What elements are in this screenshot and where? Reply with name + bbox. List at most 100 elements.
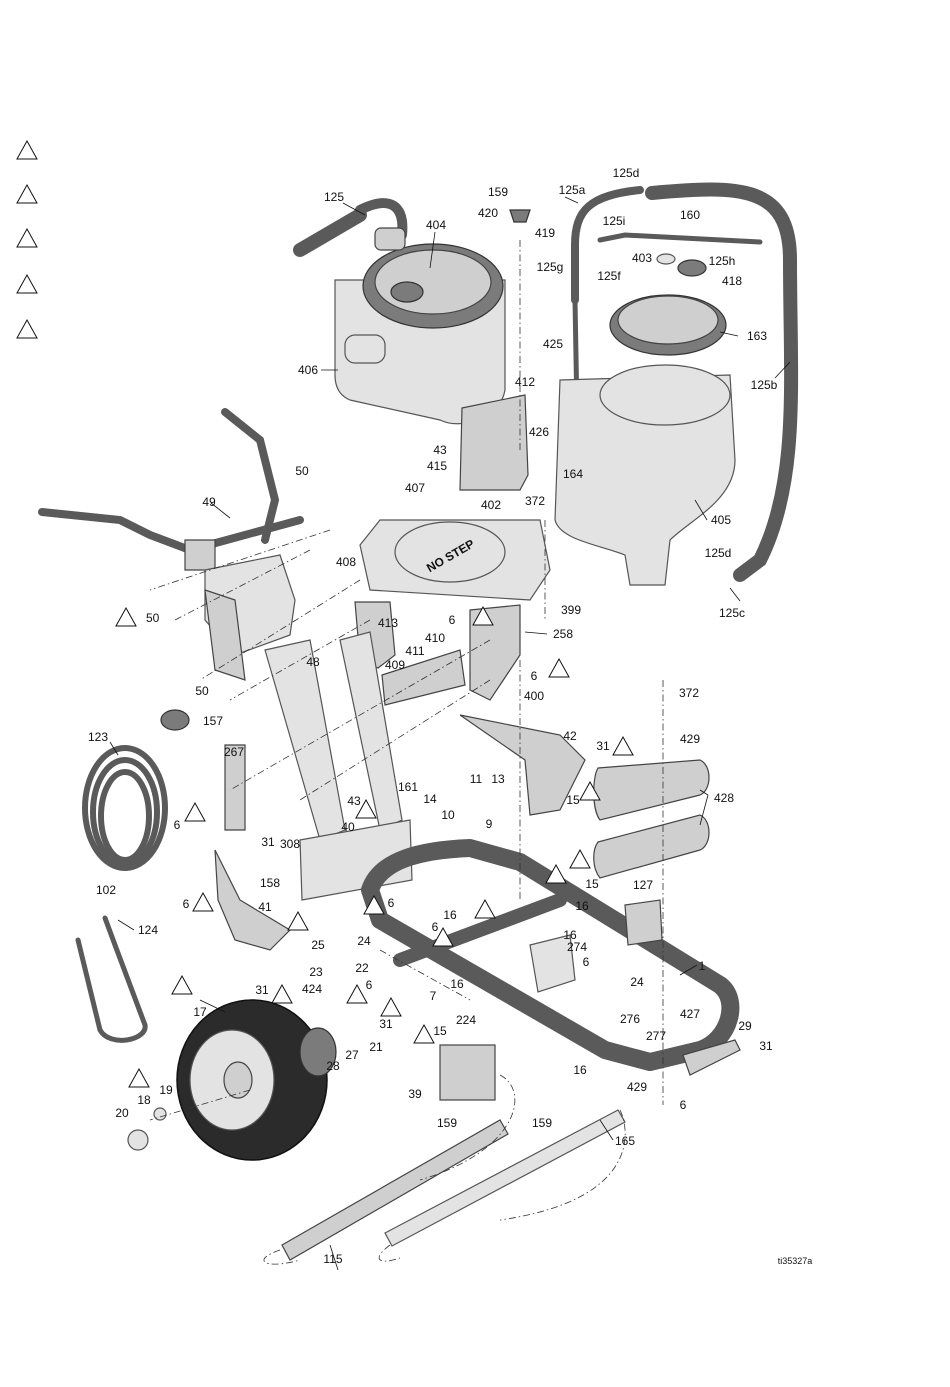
part-label: 50: [295, 464, 309, 478]
part-label: 49: [202, 495, 216, 509]
part-label: 6: [388, 896, 395, 910]
part-label: 125g: [537, 260, 564, 274]
part-label: 102: [96, 883, 116, 897]
part-label: 258: [553, 627, 573, 641]
part-label: 24: [630, 975, 644, 989]
warning-triangle-icon: [16, 227, 38, 248]
part-label: 125i: [603, 214, 626, 228]
part-label: 427: [680, 1007, 700, 1021]
part-label: 405: [711, 513, 731, 527]
part-label: 20: [115, 1106, 129, 1120]
part-label: 159: [488, 185, 508, 199]
part-label: 16: [563, 928, 577, 942]
warning-triangle-icon: [16, 139, 38, 160]
part-label: 17: [193, 1005, 207, 1019]
warning-triangle-icon: [472, 605, 494, 626]
part-label: 277: [646, 1029, 666, 1043]
part-label: 412: [515, 375, 535, 389]
part-label: 124: [138, 923, 158, 937]
part-label: 6: [583, 955, 590, 969]
wheel: [176, 999, 337, 1161]
part-label: 50: [146, 611, 160, 625]
part-label: 6: [531, 669, 538, 683]
part-label: 407: [405, 481, 425, 495]
part-label: 415: [427, 459, 447, 473]
part-label: 429: [627, 1080, 647, 1094]
part-label: 14: [423, 792, 437, 806]
part-label: 411: [405, 644, 424, 658]
warning-triangle-icon: [474, 898, 496, 919]
warning-triangle-icon: [579, 780, 601, 801]
part-label: 40: [341, 820, 355, 834]
part-label: 6: [183, 897, 190, 911]
part-label: 29: [738, 1019, 752, 1033]
warning-triangle-icon: [413, 1023, 435, 1044]
diagram-warning-symbols: [115, 605, 634, 1088]
part-label: 16: [575, 899, 589, 913]
warning-triangle-icon: [612, 735, 634, 756]
part-label: 15: [566, 793, 580, 807]
part-label: 18: [137, 1093, 151, 1107]
part-label: 308: [280, 837, 300, 851]
part-label: 7: [430, 989, 437, 1003]
warning-triangle-icon: [184, 801, 206, 822]
warning-triangle-icon: [545, 863, 567, 884]
warning-triangle-icon: [271, 983, 293, 1004]
part-label: 6: [366, 978, 373, 992]
part-label: 400: [524, 689, 544, 703]
part-label: 13: [491, 772, 505, 786]
warning-triangle-icon: [16, 273, 38, 294]
part-label: 27: [345, 1048, 359, 1062]
part-label: 125f: [597, 269, 621, 283]
right-hopper: [554, 253, 736, 586]
skids: [593, 759, 741, 1076]
warning-triangle-icon: [569, 848, 591, 869]
part-label: 25: [311, 938, 325, 952]
part-label: 115: [323, 1252, 342, 1266]
part-label: 127: [633, 878, 653, 892]
part-label: 125b: [751, 378, 778, 392]
part-label: 6: [432, 920, 439, 934]
part-label: 406: [298, 363, 318, 377]
part-label: 31: [759, 1039, 773, 1053]
part-label: 16: [450, 977, 464, 991]
warning-triangle-icon: [363, 894, 385, 915]
part-label: 413: [378, 616, 398, 630]
part-label: 6: [449, 613, 456, 627]
part-label: 409: [385, 658, 405, 672]
warning-triangle-icon: [287, 910, 309, 931]
part-label: 164: [563, 467, 583, 481]
part-label: 16: [443, 908, 457, 922]
part-label: 372: [679, 686, 699, 700]
part-label: 43: [347, 794, 361, 808]
part-label: 16: [573, 1063, 587, 1077]
part-label: 157: [203, 714, 223, 728]
part-label: 31: [596, 739, 610, 753]
part-label: 125c: [719, 606, 745, 620]
warning-triangle-icon: [171, 974, 193, 995]
leader-lines: [109, 196, 791, 1271]
part-label: 23: [309, 965, 323, 979]
part-label: 6: [174, 818, 181, 832]
handle-bar: [38, 408, 304, 571]
part-label: 160: [680, 208, 700, 222]
part-label: 410: [425, 631, 445, 645]
part-label: 418: [722, 274, 742, 288]
assembly-lines: [149, 240, 664, 1265]
part-label: 28: [326, 1059, 340, 1073]
part-label: 24: [357, 934, 371, 948]
control-box: [204, 554, 296, 681]
part-label: 1: [699, 959, 706, 973]
warning-triangle-icon: [128, 1067, 150, 1088]
plates: NO STEP: [354, 394, 586, 816]
part-label: 403: [632, 251, 652, 265]
part-label: 425: [543, 337, 563, 351]
warning-triangle-icon: [548, 657, 570, 678]
part-label: 21: [369, 1040, 383, 1054]
left-hopper: [334, 227, 506, 425]
part-label: 428: [714, 791, 734, 805]
part-label: 19: [159, 1083, 173, 1097]
part-label: 50: [195, 684, 209, 698]
warning-triangle-icon: [16, 318, 38, 339]
warning-triangle-icon: [355, 798, 377, 819]
